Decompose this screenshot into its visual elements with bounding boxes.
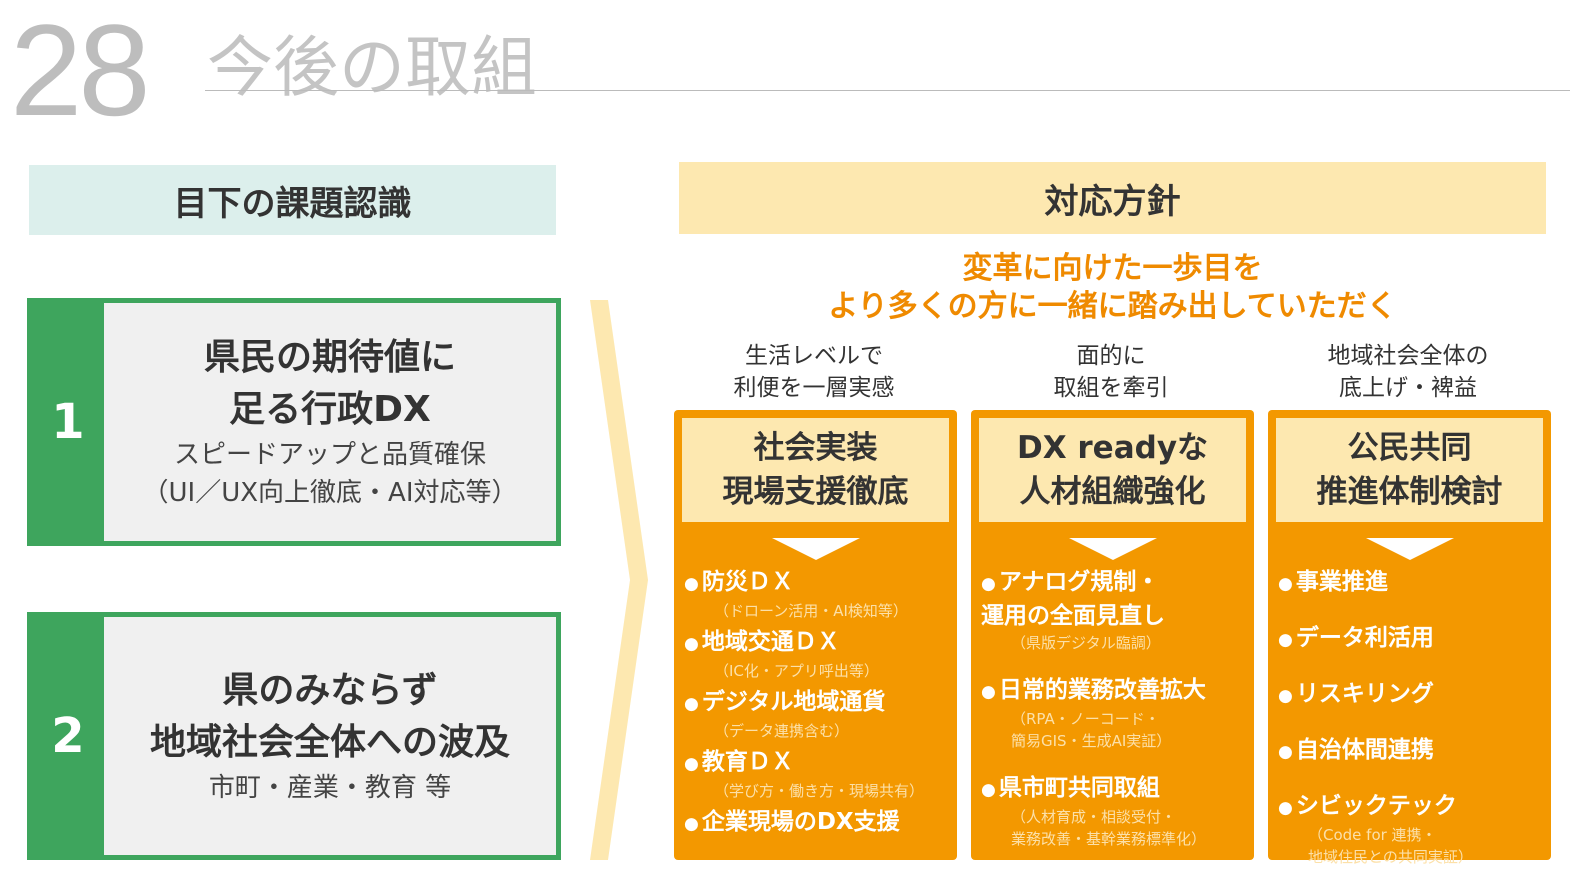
title-divider <box>205 90 1570 91</box>
issue-box-2: 2 県のみならず 地域社会全体への波及 市町・産業・教育 等 <box>27 612 561 860</box>
column-title: 社会実装現場支援徹底 <box>682 418 949 522</box>
list-item: 防災ＤＸ （ドローン活用・AI検知等） <box>684 566 951 622</box>
item-sub: （RPA・ノーコード・ 簡易GIS・生成AI実証） <box>1011 710 1172 750</box>
title-line: DX readyな <box>1016 430 1209 466</box>
list-item: 日常的業務改善拡大（RPA・ノーコード・ 簡易GIS・生成AI実証） <box>981 674 1248 752</box>
slogan: 変革に向けた一歩目を より多くの方に一緒に踏み出していただく <box>680 250 1545 326</box>
item-sub: （IC化・アプリ呼出等） <box>714 662 879 680</box>
title-line: 現場支援徹底 <box>722 474 909 510</box>
list-item: デジタル地域通貨 （データ連携含む） <box>684 686 951 742</box>
list-item: データ利活用 <box>1278 622 1545 656</box>
title-line: 人材組織強化 <box>1019 474 1206 510</box>
caption-line: 地域社会全体の <box>1327 343 1489 369</box>
title-line: 公民共同 <box>1347 430 1472 466</box>
issue-title-line: 県のみならず <box>222 670 438 711</box>
issue-sub: （UI／UX向上徹底・AI対応等） <box>142 478 518 508</box>
item-main: 事業推進 <box>1278 566 1545 600</box>
down-triangle-icon <box>1365 538 1454 560</box>
down-triangle-icon <box>771 538 860 560</box>
item-main: 日常的業務改善拡大 <box>981 674 1248 708</box>
list-item: アナログ規制・ 運用の全面見直し （県版デジタル臨調） <box>981 566 1248 654</box>
column-caption: 面的に取組を牽引 <box>971 340 1251 404</box>
issue-title-line: 足る行政DX <box>229 389 431 430</box>
list-item: 企業現場のDX支援 <box>684 806 951 840</box>
item-main: アナログ規制・ 運用の全面見直し <box>981 566 1248 632</box>
column-title: DX readyな人材組織強化 <box>979 418 1246 522</box>
column-title: 公民共同推進体制検討 <box>1276 418 1543 522</box>
column-caption: 生活レベルで利便を一層実感 <box>674 340 954 404</box>
issue-number: 1 <box>32 303 104 541</box>
caption-line: 取組を牽引 <box>1053 375 1169 401</box>
item-main: シビックテック <box>1278 790 1545 824</box>
item-main: 防災ＤＸ <box>684 566 951 600</box>
policy-column: 公民共同推進体制検討事業推進データ利活用リスキリング自治体間連携シビックテック（… <box>1268 410 1551 866</box>
item-main: 企業現場のDX支援 <box>684 806 951 840</box>
item-main: 地域交通ＤＸ <box>684 626 951 660</box>
title-line: 推進体制検討 <box>1316 474 1503 510</box>
chevron-arrow-icon <box>590 300 648 860</box>
item-main: リスキリング <box>1278 678 1545 712</box>
list-item: 自治体間連携 <box>1278 734 1545 768</box>
item-sub: （データ連携含む） <box>714 722 850 740</box>
policy-column: DX readyな人材組織強化アナログ規制・ 運用の全面見直し （県版デジタル臨調… <box>971 410 1254 860</box>
list-item: 県市町共同取組（人材育成・相談受付・ 業務改善・基幹業務標準化） <box>981 772 1248 850</box>
caption-line: 生活レベルで <box>745 343 883 369</box>
issue-title-line: 県民の期待値に <box>203 337 456 378</box>
list-item: 教育ＤＸ （学び方・働き方・現場共有） <box>684 746 951 802</box>
list-item: 事業推進 <box>1278 566 1545 600</box>
item-main: データ利活用 <box>1278 622 1545 656</box>
item-main: 教育ＤＸ <box>684 746 951 780</box>
right-heading: 対応方針 <box>679 162 1546 234</box>
item-sub: （県版デジタル臨調） <box>1011 634 1161 652</box>
column-caption: 地域社会全体の底上げ・裨益 <box>1268 340 1548 404</box>
policy-column: 社会実装現場支援徹底防災ＤＸ （ドローン活用・AI検知等） 地域交通ＤＸ （IC化・ア… <box>674 410 957 860</box>
item-sub: （学び方・働き方・現場共有） <box>714 782 925 800</box>
issue-box-1: 1 県民の期待値に 足る行政DX スピードアップと品質確保 （UI／UX向上徹底… <box>27 298 561 546</box>
slide-number: 28 <box>10 0 151 143</box>
slogan-line: 変革に向けた一歩目を <box>962 251 1263 286</box>
list-item: リスキリング <box>1278 678 1545 712</box>
list-item: 地域交通ＤＸ （IC化・アプリ呼出等） <box>684 626 951 682</box>
slide-title: 今後の取組 <box>207 29 537 106</box>
item-main: 県市町共同取組 <box>981 772 1248 806</box>
issue-sub: スピードアップと品質確保 <box>173 440 486 470</box>
issue-title-line: 地域社会全体への波及 <box>149 722 510 763</box>
caption-line: 面的に <box>1076 343 1146 369</box>
item-sub: （Code for 連携・ 地域住民との共同実証） <box>1308 826 1473 866</box>
list-item: シビックテック（Code for 連携・ 地域住民との共同実証） <box>1278 790 1545 868</box>
item-main: 自治体間連携 <box>1278 734 1545 768</box>
down-triangle-icon <box>1068 538 1157 560</box>
left-heading: 目下の課題認識 <box>29 165 556 235</box>
item-sub: （人材育成・相談受付・ 業務改善・基幹業務標準化） <box>1011 808 1207 848</box>
caption-line: 利便を一層実感 <box>733 375 895 401</box>
slogan-line: より多くの方に一緒に踏み出していただく <box>828 289 1397 324</box>
title-line: 社会実装 <box>753 430 878 466</box>
item-sub: （ドローン活用・AI検知等） <box>714 602 908 620</box>
issue-number: 2 <box>32 617 104 855</box>
caption-line: 底上げ・裨益 <box>1339 375 1477 401</box>
item-main: デジタル地域通貨 <box>684 686 951 720</box>
issue-sub: 市町・産業・教育 等 <box>208 773 452 803</box>
